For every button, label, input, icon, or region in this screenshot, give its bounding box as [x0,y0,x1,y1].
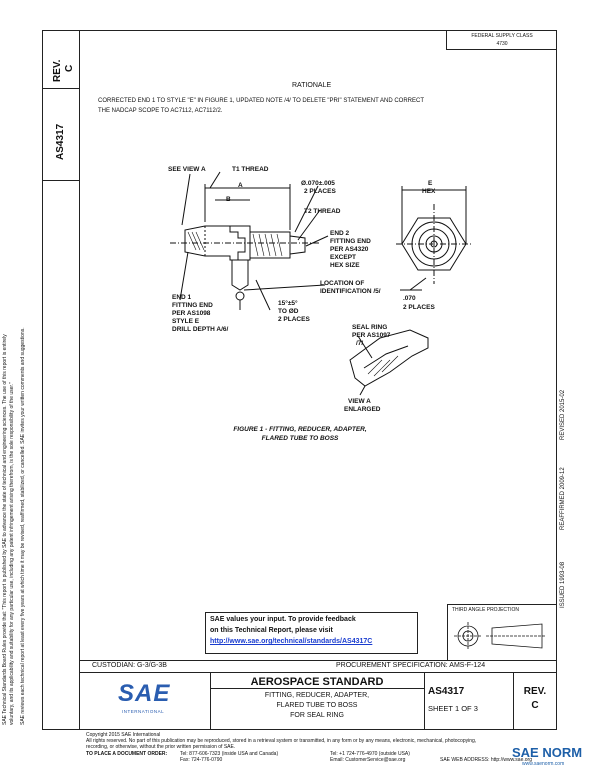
divider [210,688,424,689]
figure-caption-line2: FLARED TUBE TO BOSS [261,435,339,442]
procurement-spec: PROCUREMENT SPECIFICATION: AMS-F-124 [336,662,486,669]
footer-fax: Fax: 724-776-0790 [180,757,223,763]
title-line3: FOR SEAL RING [290,712,344,719]
divider [42,180,80,181]
footer-order-label: TO PLACE A DOCUMENT ORDER: [86,751,168,757]
rev-label-vertical: REV. [52,59,63,82]
footer-web: SAE WEB ADDRESS: http://www.sae.org [440,757,532,763]
reaffirmed-date: REAFFIRMED 2009-12 [560,467,566,530]
label-enlarged: ENLARGED [344,406,381,413]
footer-copyright: Copyright 2015 SAE International [86,732,161,738]
revised-date: REVISED 2015-02 [560,389,566,440]
fsc-label: FEDERAL SUPPLY CLASS [471,33,533,39]
feedback-line1: SAE values your input. To provide feedba… [210,616,356,623]
label-dim-b: B [226,196,231,203]
rev-label: REV. [523,686,547,697]
footer-email: Email: CustomerService@sae.org [330,757,406,763]
title-line2: FLARED TUBE TO BOSS [276,702,358,709]
fsc-stamp-box [446,30,557,50]
rationale-text-line1: CORRECTED END 1 TO STYLE "E" IN FIGURE 1… [98,98,425,104]
label-end1-fitting: FITTING END [172,302,213,309]
label-end1-spec: PER AS1098 [172,310,211,317]
label-end2-fitting: FITTING END [330,238,371,245]
standard-type: AEROSPACE STANDARD [250,676,384,688]
footer-rights-2: recording, or otherwise, without the pri… [86,744,236,750]
feedback-box [205,612,418,654]
label-end2-spec: PER AS4320 [330,246,369,253]
fsc-number: 4730 [496,41,508,47]
custodian: CUSTODIAN: G-3/G-3B [92,662,167,669]
issued-date: ISSUED 1993-08 [560,561,566,608]
label-seal-ring: SEAL RING [352,324,388,331]
label-t1-thread: T1 THREAD [232,166,269,173]
label-070: .070 [403,295,416,302]
legal-notice-line3: SAE reviews each technical report at lea… [20,327,26,725]
sae-logo: SAE [118,680,171,707]
watermark-logo: SAE NORM [512,745,583,760]
watermark-url: www.saenorm.com [522,761,565,767]
label-two-places: 2 PLACES [304,188,336,195]
rationale-title: RATIONALE [292,82,332,89]
label-identification: IDENTIFICATION /5/ [320,288,381,295]
doc-number: AS4317 [428,686,465,697]
drawing-frame [42,30,557,730]
title-line1: FITTING, REDUCER, ADAPTER, [264,692,370,699]
figure-1-drawing [170,171,472,396]
legal-notice-line2: voluntary, and its applicability and sui… [9,382,15,725]
feedback-link[interactable]: http://www.sae.org/technical/standards/A… [210,638,373,645]
label-end1: END 1 [172,294,192,301]
footer-tel-2: Tel: +1 724-776-4970 (outside USA) [330,751,410,757]
label-end2: END 2 [330,230,350,237]
legal-notice-line1: SAE Technical Standards Board Rules prov… [2,334,8,725]
label-location: LOCATION OF [320,280,365,287]
label-angle-places: 2 PLACES [278,316,310,323]
projection-symbol [454,622,546,650]
projection-box [447,604,557,660]
label-end1-style: STYLE E [172,318,200,325]
footer-tel: Tel: 877-606-7323 (inside USA and Canada… [180,751,279,757]
feedback-line2: on this Technical Report, please visit [210,627,333,634]
label-view-a: VIEW A [348,398,371,405]
label-seal-note: /7/ [356,340,364,347]
label-two-places-2: 2 PLACES [403,304,435,311]
doc-number-vertical: AS4317 [55,123,66,160]
rev-value: C [531,700,539,711]
rev-value-vertical: C [64,64,75,72]
label-end2-hex: HEX SIZE [330,262,360,269]
divider [424,672,425,730]
sae-logo-sub: INTERNATIONAL [122,709,165,714]
label-t2-thread: T2 THREAD [304,208,341,215]
label-hex: HEX [422,188,436,195]
left-title-column [42,30,80,730]
label-end2-except: EXCEPT [330,254,357,261]
footer-rights: All rights reserved. No part of this pub… [86,738,477,744]
rationale-text-line2: THE NADCAP SCOPE TO AC7112, AC7112/2. [98,108,223,114]
label-end1-drill: DRILL DEPTH A/6/ [172,326,229,333]
divider [80,672,557,673]
label-seal-spec: PER AS1097 [352,332,391,339]
divider [42,88,80,89]
projection-label: THIRD ANGLE PROJECTION [452,607,519,613]
figure-caption-line1: FIGURE 1 - FITTING, REDUCER, ADAPTER, [233,426,367,433]
label-dim-a: A [238,182,243,189]
divider [513,672,514,730]
label-e: E [428,180,433,187]
label-diameter: Ø.070±.005 [301,180,335,187]
label-see-view-a: SEE VIEW A [168,166,206,173]
divider [210,672,211,730]
label-angle-to: TO ØD [278,308,299,315]
sheet-number: SHEET 1 OF 3 [428,704,478,713]
label-angle: 15°±5° [278,300,298,307]
divider [80,660,557,661]
